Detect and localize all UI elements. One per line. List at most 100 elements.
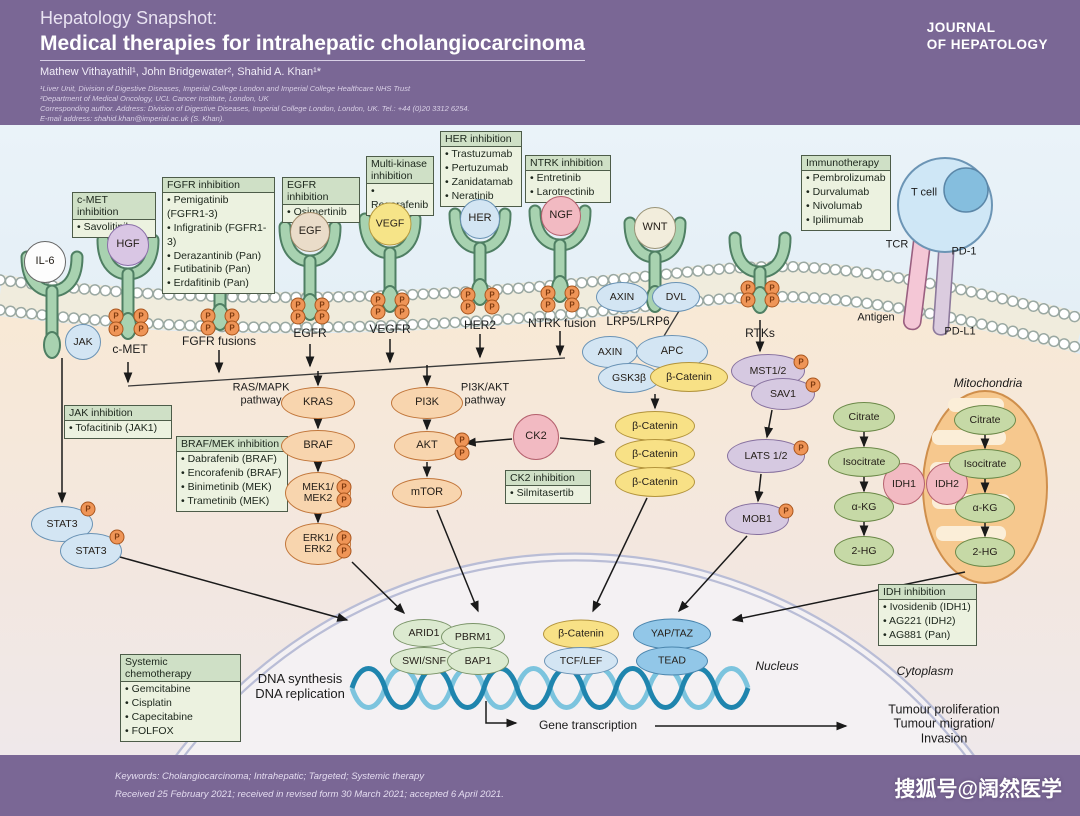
- label-fgfr-fusions: FGFR fusions: [181, 334, 257, 349]
- label-lrp5-lrp6: LRP5/LRP6: [606, 314, 670, 329]
- phospho-badge: P: [793, 354, 809, 370]
- node-lats12: LATS 1/2: [727, 439, 805, 473]
- node-citrate-mito: Citrate: [954, 405, 1016, 435]
- keywords-line: Keywords: Cholangiocarcinoma; Intrahepat…: [115, 771, 425, 782]
- node-akt: AKT: [394, 431, 460, 461]
- node-mtor: mTOR: [392, 478, 462, 508]
- ligand-ngf: NGF: [541, 196, 581, 236]
- node-akg-cyto: α-KG: [834, 492, 894, 522]
- label-pd1: PD-1: [951, 245, 977, 258]
- label-dna-synthesis: DNA synthesis DNA replication: [255, 671, 345, 701]
- box-her-inhibition: HER inhibition • Trastuzumab• Pertuzumab…: [440, 131, 522, 207]
- node-axin-top: AXIN: [596, 282, 648, 312]
- node-ck2: CK2: [513, 414, 559, 460]
- node-bcatenin-2: β-Catenin: [615, 439, 695, 469]
- phospho-badge: P: [764, 292, 780, 308]
- ligand-her: HER: [460, 199, 500, 239]
- phospho-badge: P: [740, 292, 756, 308]
- node-mob1: MOB1: [725, 503, 789, 535]
- label-pi3kakt-pathway: PI3K/AKT pathway: [460, 381, 510, 406]
- phospho-badge: P: [805, 377, 821, 393]
- node-2hg-cyto: 2-HG: [834, 536, 894, 566]
- receptors: [27, 211, 785, 359]
- node-sav1: SAV1: [751, 378, 815, 410]
- node-stat3-b: STAT3: [60, 533, 122, 569]
- signal-curve: [127, 357, 566, 387]
- box-immunotherapy: Immunotherapy • Pembrolizumab• Durvaluma…: [801, 155, 891, 231]
- node-idh1: IDH1: [883, 463, 925, 505]
- box-jak-inhibition: JAK inhibition • Tofacitinib (JAK1): [64, 405, 172, 439]
- affiliation-1: ¹Liver Unit, Division of Digestive Disea…: [40, 84, 411, 93]
- phospho-badge: P: [460, 299, 476, 315]
- corresponding-author: Corresponding author. Address: Division …: [40, 104, 470, 113]
- node-kras: KRAS: [281, 387, 355, 419]
- dna-helix: [349, 666, 751, 710]
- phospho-badge: P: [336, 492, 352, 508]
- node-pi3k: PI3K: [391, 387, 463, 419]
- phospho-badge: P: [454, 445, 470, 461]
- node-citrate-cyto: Citrate: [833, 402, 895, 432]
- node-swisnf: SWI/SNF: [390, 647, 458, 675]
- node-braf: BRAF: [281, 430, 355, 462]
- label-egfr: EGFR: [293, 326, 327, 341]
- label-tumour-effects: Tumour proliferation Tumour migration/ I…: [888, 702, 1000, 746]
- phospho-badge: P: [133, 321, 149, 337]
- ligand-wnt: WNT: [634, 207, 676, 249]
- box-systemic-chemotherapy: Systemic chemotherapy • Gemcitabine• Cis…: [120, 654, 241, 742]
- node-isocitrate-cyto: Isocitrate: [828, 447, 900, 477]
- box-fgfr-inhibition: FGFR inhibition • Pemigatinib (FGFR1-3)•…: [162, 177, 275, 295]
- phospho-badge: P: [394, 304, 410, 320]
- node-bcatenin-3: β-Catenin: [615, 467, 695, 497]
- label-rtks: RTKs: [745, 326, 775, 341]
- box-ck2-inhibition: CK2 inhibition • Silmitasertib: [505, 470, 591, 504]
- footer-band: Keywords: Cholangiocarcinoma; Intrahepat…: [0, 755, 1080, 816]
- phospho-badge: P: [484, 299, 500, 315]
- phospho-badge: P: [108, 321, 124, 337]
- ligand-il6: IL-6: [24, 241, 66, 283]
- ligand-vegf: VEGF: [368, 202, 412, 246]
- phospho-badge: P: [80, 501, 96, 517]
- box-brafmek-inhibition: BRAF/MEK inhibition • Dabrafenib (BRAF)•…: [176, 436, 288, 512]
- box-idh-inhibition: IDH inhibition • Ivosidenib (IDH1)• AG22…: [878, 584, 977, 646]
- node-bap1: BAP1: [447, 647, 509, 675]
- watermark: 搜狐号@阔然医学: [894, 778, 1062, 801]
- node-dvl: DVL: [652, 282, 700, 312]
- phospho-badge: P: [370, 304, 386, 320]
- box-ntrk-inhibition: NTRK inhibition • Entretinib• Larotrecti…: [525, 155, 611, 203]
- authors-line: Mathew Vithayathil¹, John Bridgewater², …: [40, 66, 322, 78]
- label-pdl1: PD-L1: [944, 325, 976, 338]
- phospho-badge: P: [290, 309, 306, 325]
- email-line: E-mail address: shahid.khan@imperial.ac.…: [40, 114, 225, 123]
- node-2hg-mito: 2-HG: [955, 537, 1015, 567]
- label-cytoplasm: Cytoplasm: [896, 664, 954, 679]
- node-bcatenin-1: β-Catenin: [615, 411, 695, 441]
- nucleus-region: [135, 552, 1015, 816]
- label-nucleus: Nucleus: [755, 659, 799, 674]
- label-tcr: TCR: [885, 238, 909, 251]
- label-t-cell: T cell: [910, 186, 938, 199]
- affiliation-2: ²Department of Medical Oncology, UCL Can…: [40, 94, 269, 103]
- page-title: Medical therapies for intrahepatic chola…: [40, 32, 585, 61]
- node-akg-mito: α-KG: [955, 493, 1015, 523]
- node-bcatenin-nucleus: β-Catenin: [543, 619, 619, 649]
- journal-logo: JOURNAL OF HEPATOLOGY: [926, 20, 1048, 52]
- node-tead: TEAD: [636, 646, 708, 676]
- phospho-badge: P: [564, 297, 580, 313]
- label-gene-transcription: Gene transcription: [538, 718, 638, 733]
- label-her2: HER2: [463, 318, 497, 333]
- node-tcflef: TCF/LEF: [544, 647, 618, 675]
- label-vegfr: VEGFR: [369, 322, 411, 337]
- pathway-arrows: [57, 320, 990, 731]
- label-rasmapk-pathway: RAS/MAPK pathway: [232, 381, 290, 406]
- label-cmet: c-MET: [112, 342, 148, 357]
- received-line: Received 25 February 2021; received in r…: [115, 789, 504, 800]
- phospho-badge: P: [109, 529, 125, 545]
- phospho-badge: P: [224, 320, 240, 336]
- label-mitochondria: Mitochondria: [953, 376, 1023, 391]
- series-kicker: Hepatology Snapshot:: [40, 8, 218, 28]
- phospho-badge: P: [314, 309, 330, 325]
- label-antigen: Antigen: [857, 311, 895, 324]
- ligand-hgf: HGF: [107, 224, 149, 266]
- node-jak: JAK: [65, 324, 101, 360]
